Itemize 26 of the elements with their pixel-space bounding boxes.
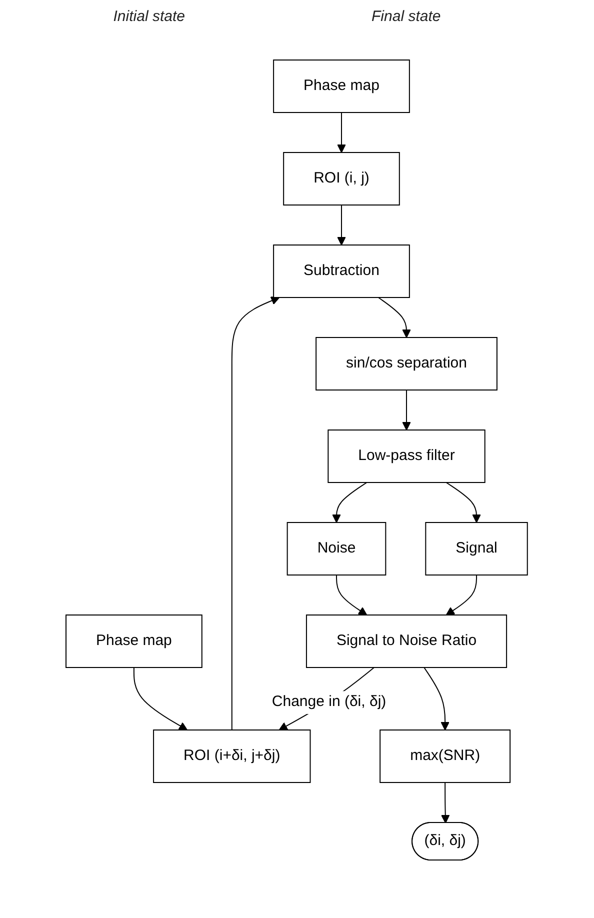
arrow [378,297,412,338]
node-box: Signal [425,522,528,576]
node-box: Noise [287,522,386,576]
node-box: ROI (i+δi, j+δj) [153,730,312,783]
arrow [337,204,346,246]
arrow [424,667,450,730]
arrow [332,482,368,523]
node-box: Low-pass filter [328,430,486,483]
arrow [446,574,478,616]
arrow [441,782,450,824]
node-box: Subtraction [273,244,410,298]
column-heading: Final state [372,8,441,25]
arrow [446,482,482,523]
arrow [336,574,368,616]
arrow [134,667,188,730]
node-box: sin/cos separation [316,337,498,390]
node-box: Signal to Noise Ratio [306,614,508,668]
arrow [232,296,280,730]
column-heading: Initial state [113,8,185,25]
node-box: ROI (i, j) [283,152,400,206]
arrow [402,390,412,430]
node-box: max(SNR) [380,730,511,783]
node-box: Phase map [66,614,203,668]
edge-label: Change in (δi, δj) [272,693,386,710]
node-box: Phase map [273,60,410,113]
arrow [337,112,346,153]
